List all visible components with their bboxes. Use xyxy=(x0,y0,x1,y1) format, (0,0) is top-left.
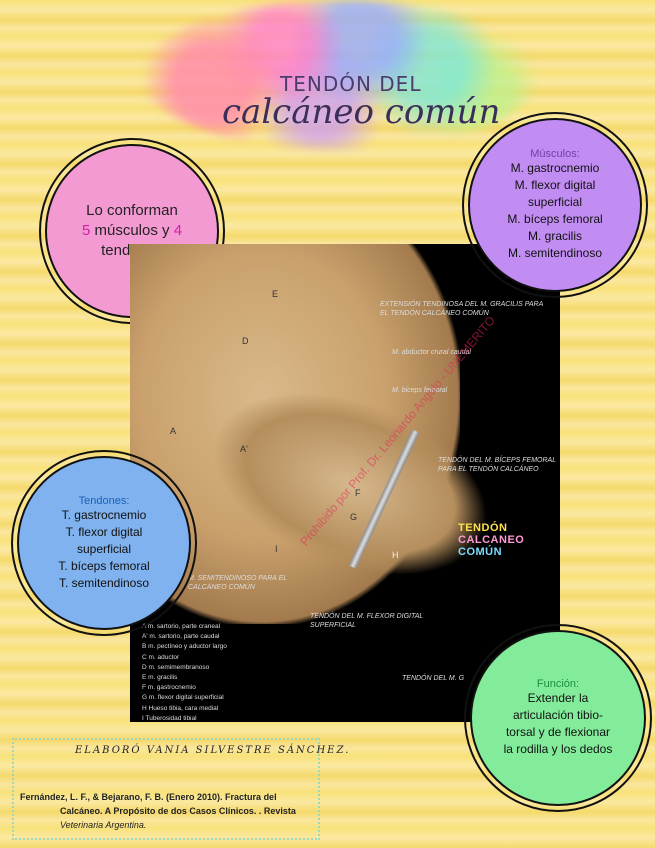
legend-item: F m. gastrocnemio xyxy=(142,684,196,692)
legend-item: E m. gracilis xyxy=(142,674,178,682)
tendon-calcaneo-label: TENDÓN CALCANEO COMÚN xyxy=(458,522,560,558)
legend-item: A' m. sartorio, parte caudal xyxy=(142,633,220,641)
composition-text-2: músculos y xyxy=(94,222,170,239)
label-tendon-biceps: TENDÓN DEL M. BÍCEPS FEMORAL PARA EL TEN… xyxy=(438,457,556,473)
reference-line: Fernández, L. F., & Bejarano, F. B. (Ene… xyxy=(20,792,277,802)
tendon-item: T. flexor digital xyxy=(65,524,143,539)
letter-marker: F xyxy=(355,488,361,498)
title-main: calcáneo común xyxy=(222,92,501,132)
tendon-label-part: CALCANEO xyxy=(458,534,525,546)
tendon-item: superficial xyxy=(76,541,132,556)
tendon-item: T. gastrocnemio xyxy=(61,507,147,522)
legend-item: I Tuberosidad tibial xyxy=(142,714,197,722)
letter-marker: E xyxy=(272,289,279,299)
composition-text-1: Lo conforman xyxy=(86,202,178,219)
function-heading: Función: xyxy=(536,678,580,690)
title-top: TENDÓN DEL xyxy=(280,72,422,96)
reference-line: Veterinaria Argentina. xyxy=(60,820,147,830)
legend-item: A m. sartorio, parte craneal xyxy=(142,623,221,630)
credit-box xyxy=(12,738,320,840)
muscles-heading: Músculos: xyxy=(530,148,580,160)
label-biceps: M. biceps femoral xyxy=(392,387,448,394)
function-item: la rodilla y los dedos xyxy=(503,742,613,756)
muscle-item: M. flexor digital xyxy=(514,178,596,192)
tendons-circle: Tendones: T. gastrocnemio T. flexor digi… xyxy=(11,450,197,636)
composition-number-4: 4 xyxy=(173,222,183,239)
watercolor-splash xyxy=(140,0,540,150)
tendon-item: T. semitendinoso xyxy=(58,575,150,590)
function-item: torsal y de flexionar xyxy=(505,725,611,739)
letter-marker: A xyxy=(170,426,177,436)
label-abductor: M. abductor crural caudal xyxy=(392,349,471,356)
legend-item: B m. pectíneo y aductor largo xyxy=(142,643,227,651)
letter-marker: G xyxy=(350,512,358,522)
legend-item: C m. aductor xyxy=(142,653,180,661)
reference-line: Calcáneo. A Propósito de dos Casos Clíni… xyxy=(60,806,296,816)
letter-marker: D xyxy=(242,336,249,346)
muscle-item: M. gracilis xyxy=(527,229,582,243)
letter-marker: H xyxy=(392,550,399,560)
legend: A m. sartorio, parte craneal A' m. sarto… xyxy=(142,622,227,722)
muscle-item: superficial xyxy=(527,195,583,209)
muscles-circle: Músculos: M. gastrocnemio M. flexor digi… xyxy=(462,112,648,298)
label-tendon-g: TENDÓN DEL M. G xyxy=(402,675,465,682)
function-item: Extender la xyxy=(527,691,589,705)
label-gracilis: EXTENSIÓN TENDINOSA DEL M. GRACILIS PARA… xyxy=(380,301,543,317)
muscle-item: M. semitendinoso xyxy=(507,246,603,260)
composition-number-5: 5 xyxy=(81,222,91,239)
legend-item: G m. flexor digital superficial xyxy=(142,694,224,702)
muscle-item: M. bíceps femoral xyxy=(507,212,603,226)
tendon-label-part: TENDÓN xyxy=(458,522,508,534)
label-flexor: TENDÓN DEL M. FLEXOR DIGITAL SUPERFICIAL xyxy=(310,613,424,629)
function-circle: Función: Extender la articulación tibio-… xyxy=(464,624,652,812)
tendon-label-part: COMÚN xyxy=(458,546,503,558)
function-item: articulación tibio- xyxy=(512,708,604,722)
tendons-heading: Tendones: xyxy=(78,494,130,507)
legend-item: H Hueso tibia, cara medial xyxy=(142,704,219,712)
letter-marker: A' xyxy=(240,444,248,454)
label-semitendinoso: M. SEMITENDINOSO PARA EL CALCÁNEO COMÚN xyxy=(188,575,288,591)
letter-marker: I xyxy=(275,544,278,554)
tendon-item: T. bíceps femoral xyxy=(58,558,150,573)
legend-item: D m. semimembranoso xyxy=(142,663,210,671)
muscle-item: M. gastrocnemio xyxy=(510,161,600,175)
credit-author: ELABORÓ VANIA SILVESTRE SÁNCHEZ. xyxy=(75,745,351,756)
